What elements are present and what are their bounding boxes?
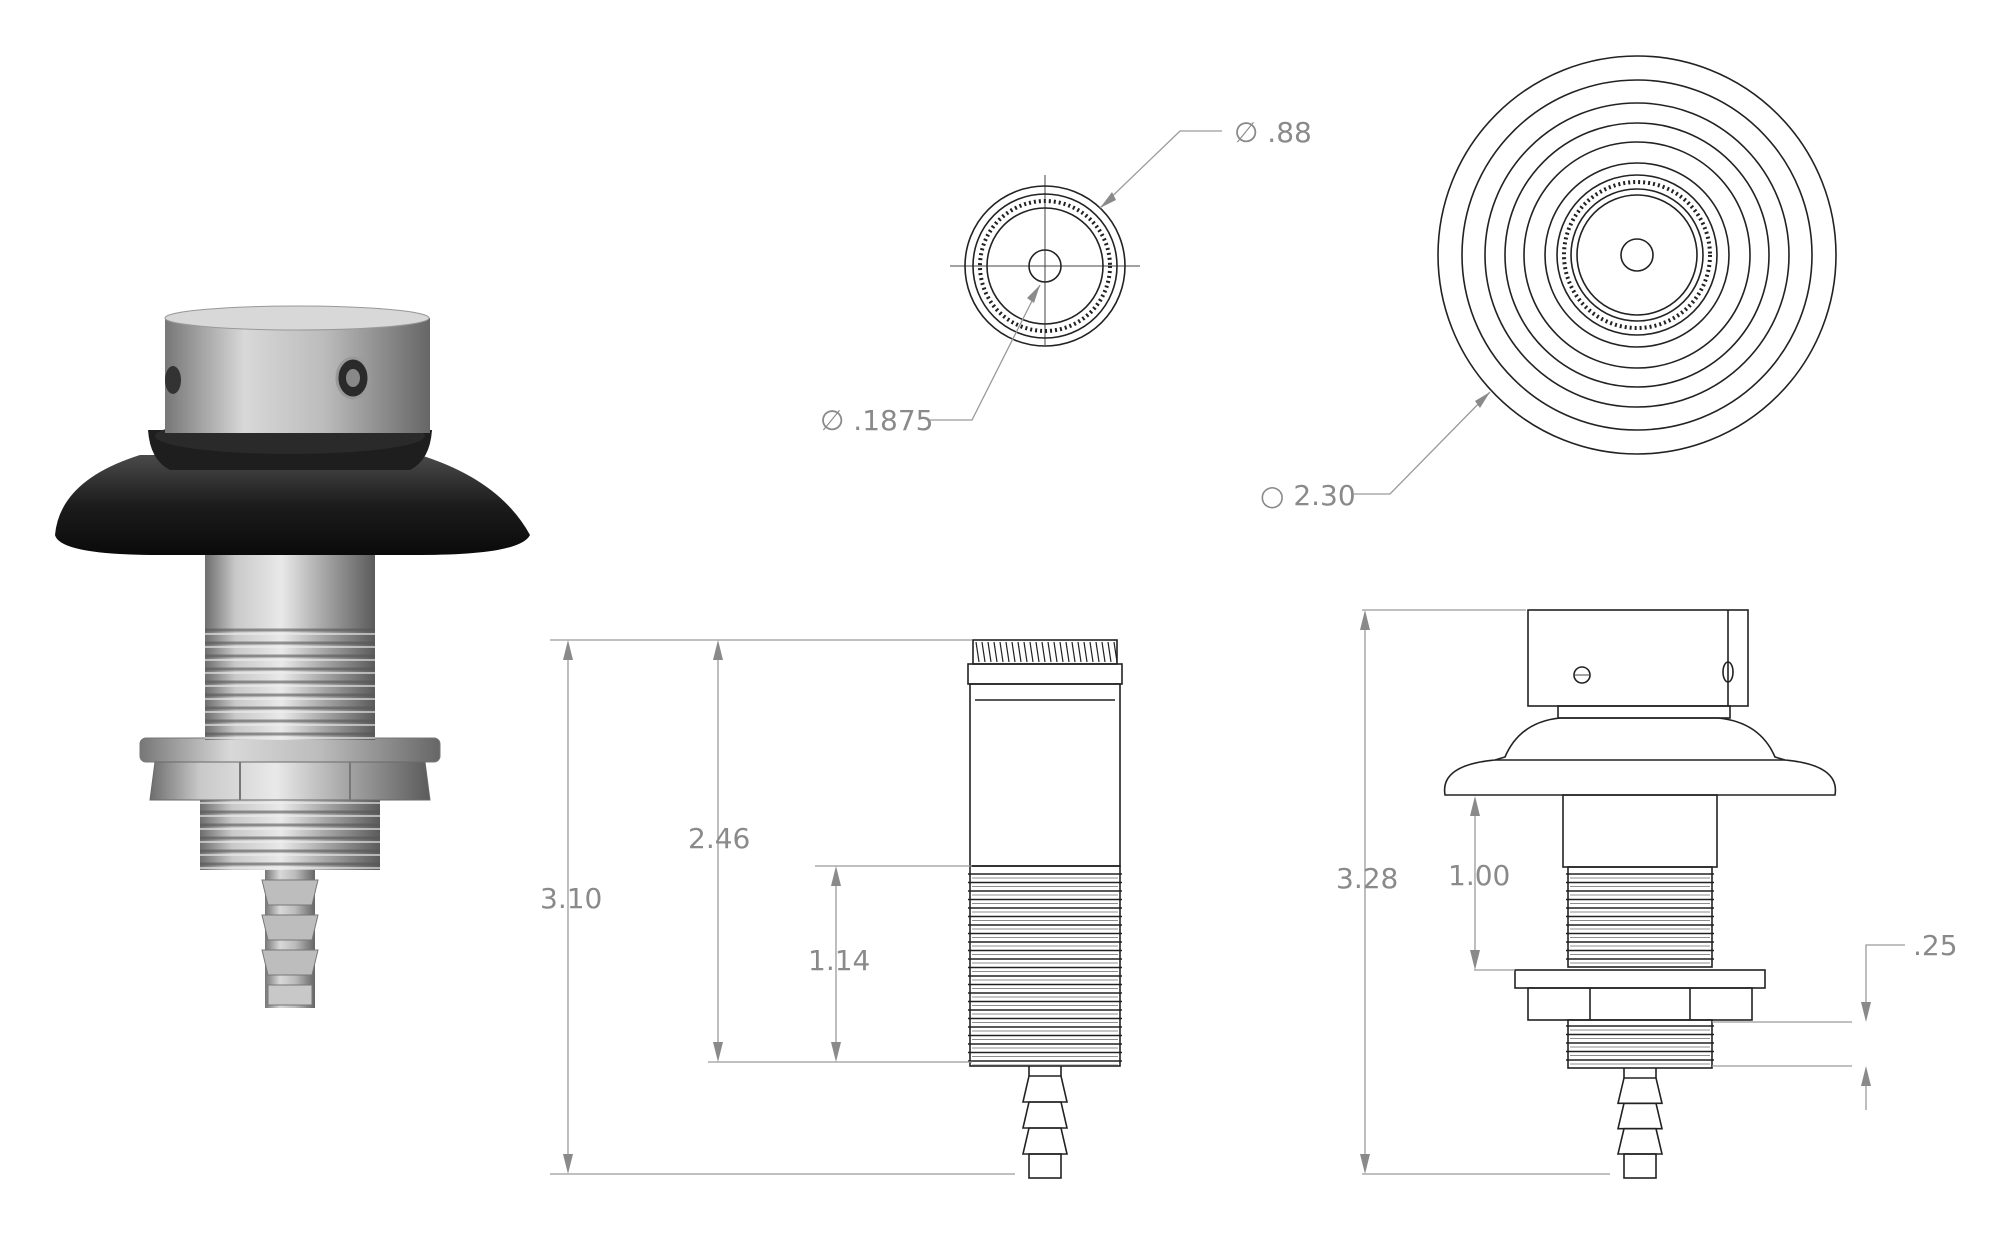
photo-hex-nut <box>139 737 441 801</box>
dim-dia-1875: ∅ .1875 <box>820 404 933 437</box>
dim-height-246: 2.46 <box>688 822 750 855</box>
dim-height-328: 3.28 <box>1336 862 1398 895</box>
small-end-view <box>950 175 1140 347</box>
dim-height-114: 1.14 <box>808 944 870 977</box>
side-view-middle <box>967 639 1123 1179</box>
dimension-lines <box>550 130 1905 1175</box>
photo-black-flange <box>55 418 530 555</box>
dim-height-025: .25 <box>1913 929 1958 962</box>
photo-collar <box>164 305 430 433</box>
product-photo <box>55 305 530 1008</box>
dim-dia-088: ∅ .88 <box>1234 116 1312 149</box>
large-end-view <box>1437 55 1837 455</box>
photo-hose-barb <box>261 868 319 1008</box>
dim-height-310: 3.10 <box>540 882 602 915</box>
dim-circle-230: ○ 2.30 <box>1260 479 1356 512</box>
dimension-labels: ∅ .88 ∅ .1875 ○ 2.30 3.10 2.46 1.14 3.28… <box>540 116 1958 977</box>
side-view-right <box>1443 609 1837 1179</box>
dim-height-100: 1.00 <box>1448 859 1510 892</box>
